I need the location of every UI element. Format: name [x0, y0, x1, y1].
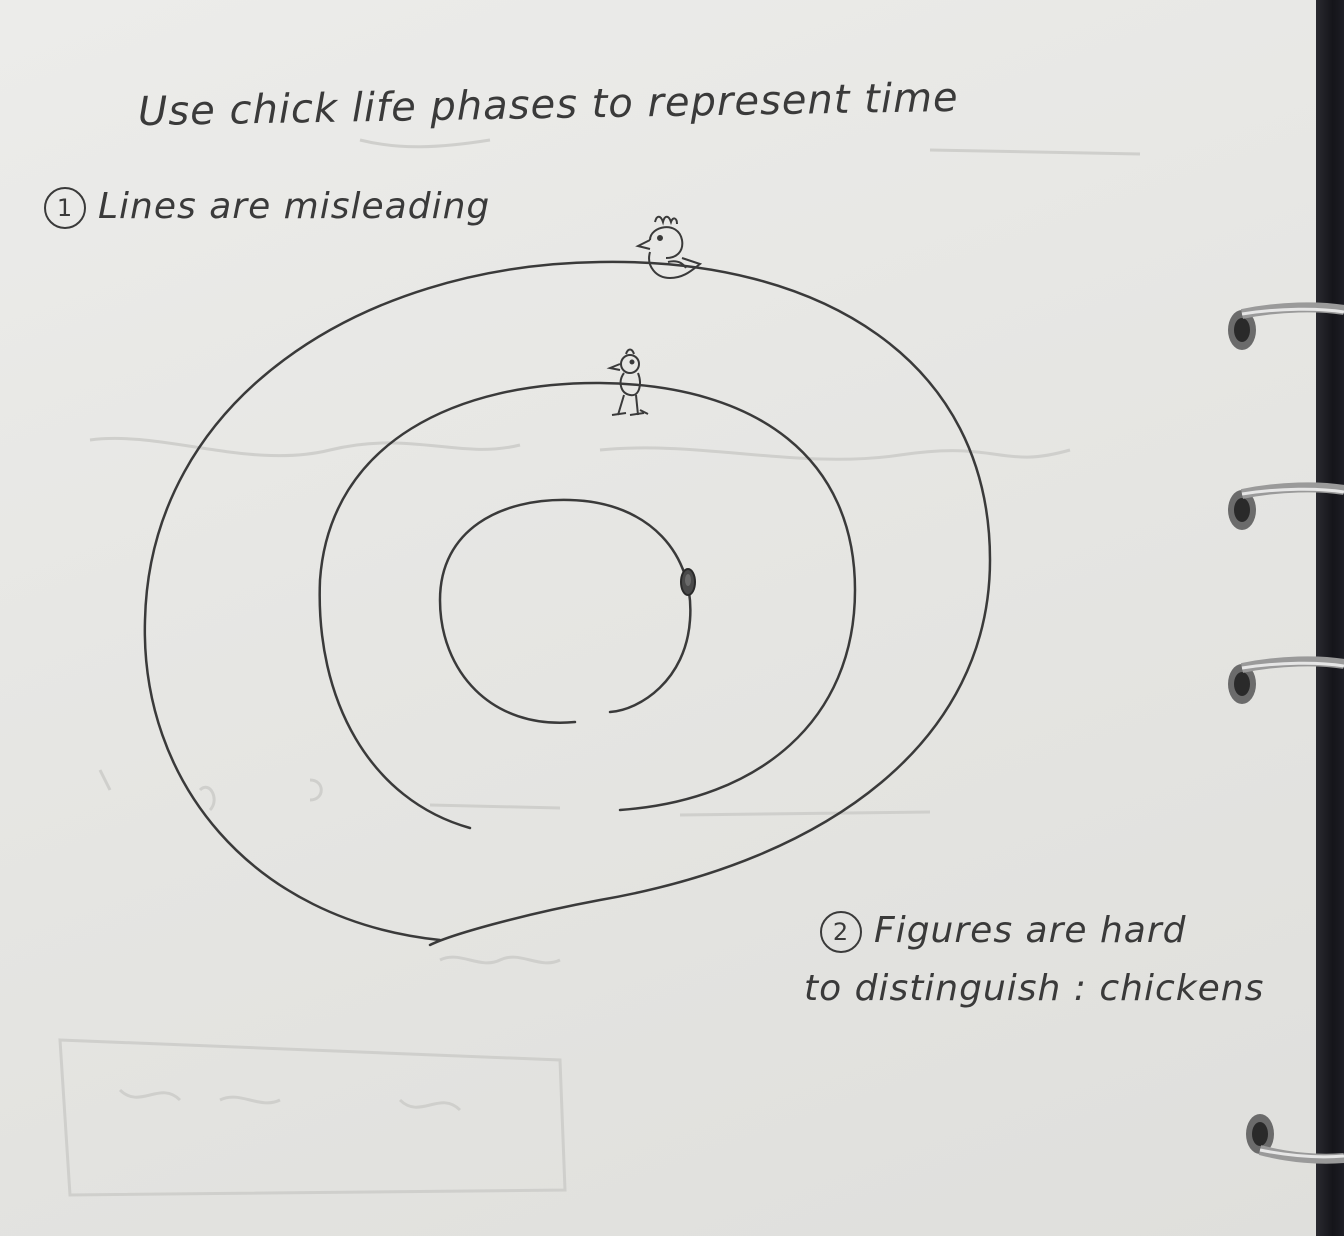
binder-ring: [1246, 1114, 1344, 1164]
egg-icon: [680, 568, 696, 596]
note-number-2: 2: [820, 911, 862, 953]
binder-edge: [1316, 0, 1344, 1236]
life-phase-spiral: [143, 215, 992, 947]
notebook-page: [0, 0, 1316, 1236]
note-2-line-1: Figures are hard: [874, 910, 1187, 951]
note-number-1: 1: [44, 187, 86, 229]
chick-icon: [606, 348, 649, 416]
note-2-line-2: to distinguish : chickens: [804, 968, 1265, 1009]
inner-ring: [438, 498, 692, 724]
outer-ring: [143, 260, 992, 947]
middle-ring: [318, 381, 857, 830]
binder-ring: [1228, 302, 1344, 350]
note-2: 2 Figures are hard: [820, 910, 1187, 953]
note-1: 1 Lines are misleading: [44, 186, 490, 229]
binder-ring: [1228, 656, 1344, 704]
bleed-through-marks: [58, 138, 1141, 1197]
binder-ring: [1228, 482, 1344, 530]
note-1-text: Lines are misleading: [98, 186, 491, 227]
chicken-icon: [635, 215, 703, 280]
